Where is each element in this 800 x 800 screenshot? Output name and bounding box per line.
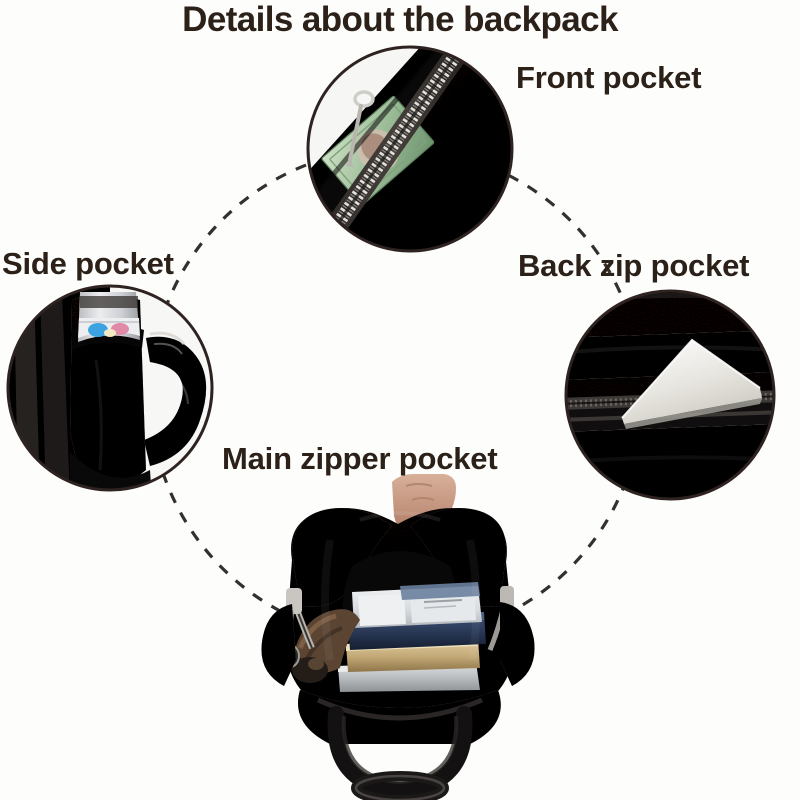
side-pocket-photo — [6, 284, 214, 492]
zipper-pull-icon — [346, 90, 375, 167]
main-zipper-pocket-photo — [261, 474, 535, 800]
umbrella — [292, 609, 360, 683]
callout-label-back-zip-pocket: Back zip pocket — [518, 248, 750, 283]
callout-label-front-pocket: Front pocket — [516, 60, 702, 95]
white-card — [621, 338, 762, 429]
back-zip-pocket-photo — [564, 289, 776, 501]
bottle-in-pocket — [78, 292, 140, 342]
callout-label-main-zipper-pocket: Main zipper pocket — [222, 441, 498, 476]
page-title: Details about the backpack — [182, 0, 618, 39]
bag-contents — [338, 582, 486, 692]
callout-label-side-pocket: Side pocket — [2, 246, 174, 281]
